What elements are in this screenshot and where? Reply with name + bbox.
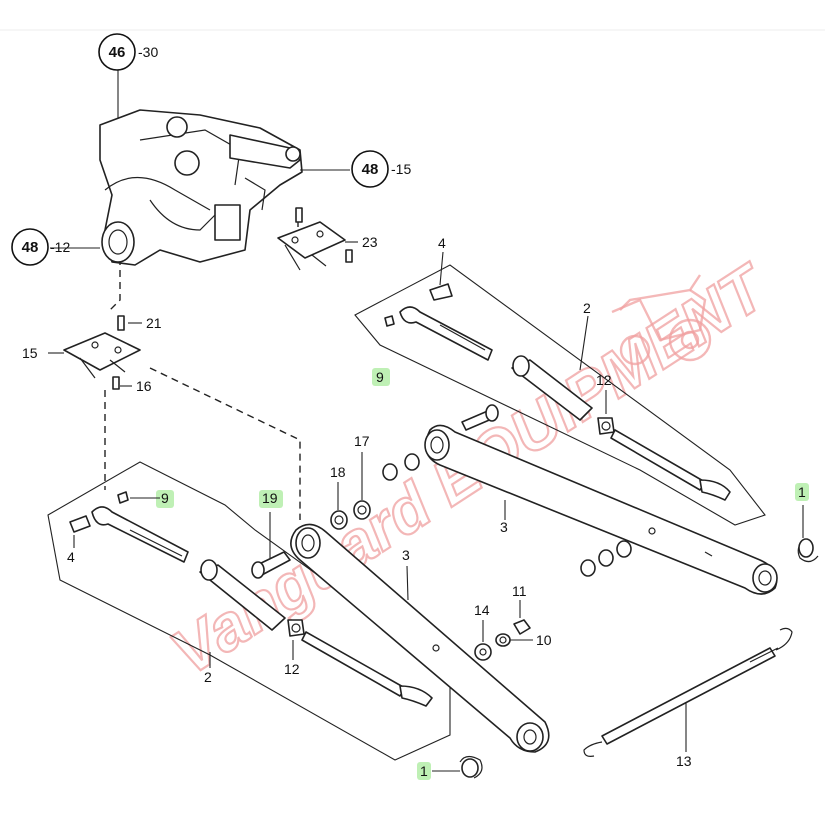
hardware-10-11-14 <box>474 600 533 661</box>
callout-1-bottom: 1 <box>420 763 428 779</box>
tractor-logo-icon <box>611 274 712 366</box>
callout-4-top: 4 <box>438 235 446 251</box>
highlight-1-right <box>795 483 809 501</box>
callout-2-bottom: 2 <box>204 669 212 685</box>
highlight-19 <box>259 490 283 508</box>
ref-callout-46-30: 46 -30 <box>98 33 158 71</box>
callout-1-right: 1 <box>798 484 806 500</box>
upper-lower-link <box>424 424 778 595</box>
ref-46-suffix: -30 <box>138 44 158 60</box>
highlight-9-top <box>372 368 390 386</box>
bracket-23 <box>277 207 358 271</box>
ref-48b-number: 48 <box>22 239 39 256</box>
callout-2-top: 2 <box>583 300 591 316</box>
lower-lift-rod <box>69 491 433 707</box>
ref-46-number: 46 <box>109 44 126 61</box>
highlight-1-bottom <box>417 762 431 780</box>
callout-4-left: 4 <box>67 549 75 565</box>
upper-lift-rod-frame <box>354 264 766 526</box>
ref-48a-suffix: -15 <box>391 161 411 177</box>
callout-3-top: 3 <box>500 519 508 535</box>
callout-9-left: 9 <box>161 490 169 506</box>
lower-lift-rod-frame <box>47 461 451 761</box>
callout-14: 14 <box>474 602 490 618</box>
lift-housing <box>99 109 303 266</box>
stabiliser-rod <box>583 627 793 757</box>
callout-19: 19 <box>262 490 278 506</box>
callout-12-bottom: 12 <box>284 661 300 677</box>
linch-pin-bottom <box>432 755 483 779</box>
callout-12-top: 12 <box>596 372 612 388</box>
callout-17: 17 <box>354 433 370 449</box>
callout-23: 23 <box>362 234 378 250</box>
bracket-15 <box>48 315 142 390</box>
callout-21: 21 <box>146 315 162 331</box>
callout-13: 13 <box>676 753 692 769</box>
linch-pin-right <box>797 505 819 563</box>
callout-11: 11 <box>512 583 527 599</box>
callout-16: 16 <box>136 378 152 394</box>
ref-48a-number: 48 <box>362 161 379 178</box>
callout-9-top: 9 <box>376 369 384 385</box>
hardware-17-18-19 <box>251 404 632 579</box>
highlight-patches <box>156 368 809 780</box>
part-callouts: 23 21 15 16 4 9 2 12 17 18 3 1 9 4 19 3 … <box>22 234 806 779</box>
callout-3-bottom: 3 <box>402 547 410 563</box>
callout-10: 10 <box>536 632 552 648</box>
upper-lift-rod <box>384 251 731 501</box>
callout-15: 15 <box>22 345 38 361</box>
callout-18: 18 <box>330 464 346 480</box>
ref-callout-48-15: 48 -15 <box>351 150 411 188</box>
ref-48b-suffix: -12 <box>50 239 70 255</box>
highlight-9-left <box>156 490 174 508</box>
ref-callout-48-12: 48 -12 <box>11 228 70 266</box>
lower-lower-link <box>290 523 550 753</box>
